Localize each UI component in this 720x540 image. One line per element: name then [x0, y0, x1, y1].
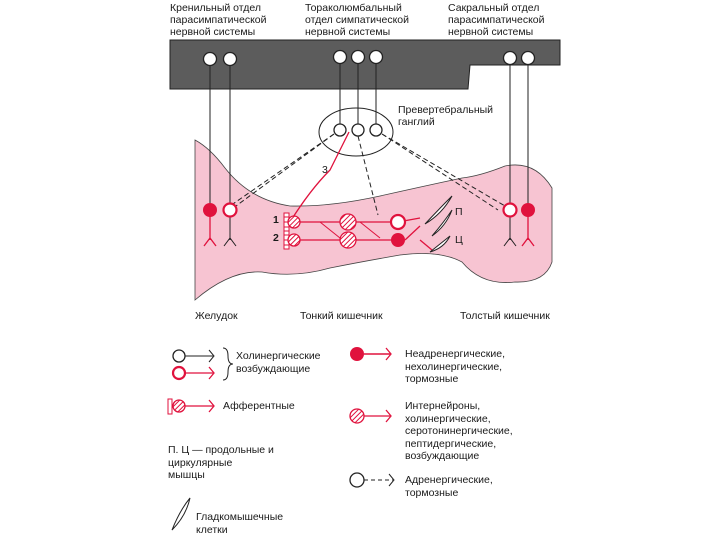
preganglionic-fibers — [209, 63, 529, 204]
neuron-2-label: 2 — [273, 232, 279, 244]
large-intestine-label: Толстый кишечник — [460, 310, 550, 322]
legend-interneuron-icon — [349, 408, 392, 424]
stomach-label: Желудок — [195, 310, 238, 322]
legend-cholinergic-icon — [171, 347, 234, 381]
muscle-c-label: Ц — [455, 234, 463, 246]
neuron-1-label: 1 — [273, 214, 279, 226]
legend-cholinergic-text: Холинергические возбуждающие — [236, 350, 321, 375]
prevertebral-ganglion — [318, 107, 394, 157]
spinal-cord-bar — [169, 39, 561, 90]
ganglion-neurons — [333, 123, 383, 137]
large-intestine-neurons — [502, 202, 535, 247]
muscle-p-label: П — [455, 206, 463, 218]
legend-adrenergic-icon — [349, 472, 395, 488]
enteric-circuit — [283, 212, 433, 251]
spinal-neurons — [202, 49, 536, 67]
small-intestine-label: Тонкий кишечник — [300, 310, 383, 322]
ganglion-label: Превертебральный ганглий — [398, 104, 494, 128]
header-thoracolumbar-label: Тораколюмбальный отдел симпатической нер… — [305, 2, 410, 38]
neuron-3-label: 3 — [322, 164, 328, 176]
header-sacral-label: Сакральный отдел парасимпатической нервн… — [448, 2, 545, 38]
smooth-muscle-cells — [424, 195, 453, 253]
adrenergic-fibers — [229, 133, 506, 216]
legend-smooth-muscle-text: Гладкомышечные клетки — [196, 511, 284, 536]
stomach-neurons — [203, 202, 238, 247]
legend-nonadrenergic-icon — [350, 347, 392, 361]
legend-muscles-text: П. Ц — продольные и циркулярные мышцы — [168, 444, 274, 481]
header-cranial-label: Кренильный отдел парасимпатической нервн… — [170, 2, 267, 38]
legend-smooth-muscle-icon — [171, 497, 191, 531]
legend-afferent-text: Афферентные — [223, 400, 295, 412]
legend-interneurons-text: Интернейроны, холинергические, серотонин… — [405, 400, 513, 462]
gut-tissue — [194, 139, 553, 301]
afferent-fiber-3 — [289, 131, 350, 223]
legend-afferent-icon — [167, 398, 215, 415]
legend-nonadrenergic-text: Неадренергические, нехолинергические, то… — [405, 348, 506, 385]
legend-adrenergic-text: Адренергические, тормозные — [405, 474, 493, 499]
